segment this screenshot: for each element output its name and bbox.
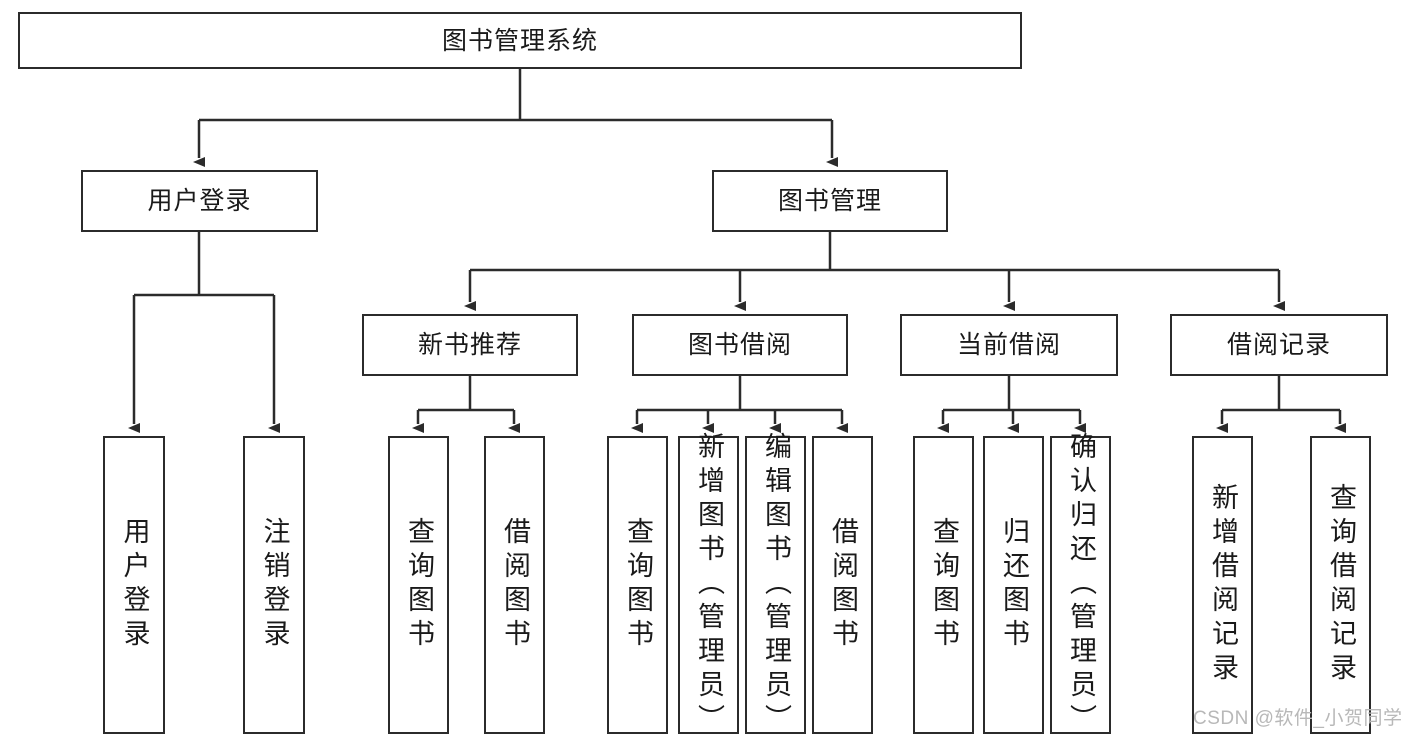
leaf-user-login-label: 用户登录 <box>119 517 150 653</box>
node-current-borrow[interactable]: 当前借阅 <box>900 314 1118 376</box>
leaf-add-book-label: 新增图书（管理员） <box>694 432 724 738</box>
leaf-edit-book-label: 编辑图书（管理员） <box>761 432 791 738</box>
node-user-login-label: 用户登录 <box>147 187 252 215</box>
node-user-login[interactable]: 用户登录 <box>81 170 318 232</box>
node-book-borrow-label: 图书借阅 <box>687 331 792 359</box>
leaf-borrow-book-2-label: 借阅图书 <box>828 517 858 653</box>
leaf-add-record-label: 新增借阅记录 <box>1208 483 1238 687</box>
leaf-query-book-3[interactable]: 查询图书 <box>913 436 974 734</box>
node-book-manage-label: 图书管理 <box>777 187 882 215</box>
node-root-label: 图书管理系统 <box>441 26 598 55</box>
leaf-logout-label: 注销登录 <box>259 517 290 653</box>
leaf-query-book-1-label: 查询图书 <box>404 517 434 653</box>
csdn-watermark: CSDN @软件_小贺同学 <box>1193 708 1403 729</box>
leaf-query-book-2-label: 查询图书 <box>623 517 653 653</box>
leaf-edit-book[interactable]: 编辑图书（管理员） <box>745 432 806 738</box>
leaf-query-book-2[interactable]: 查询图书 <box>607 436 668 734</box>
node-new-book-recommend[interactable]: 新书推荐 <box>362 314 578 376</box>
node-borrow-record[interactable]: 借阅记录 <box>1170 314 1388 376</box>
leaf-query-book-1[interactable]: 查询图书 <box>388 436 449 734</box>
node-new-book-recommend-label: 新书推荐 <box>417 331 522 359</box>
leaf-borrow-book-2[interactable]: 借阅图书 <box>812 436 873 734</box>
leaf-confirm-return[interactable]: 确认归还（管理员） <box>1050 432 1111 738</box>
node-root[interactable]: 图书管理系统 <box>18 12 1022 69</box>
leaf-confirm-return-label: 确认归还（管理员） <box>1066 432 1096 738</box>
leaf-add-record[interactable]: 新增借阅记录 <box>1192 436 1253 734</box>
node-book-borrow[interactable]: 图书借阅 <box>632 314 848 376</box>
node-borrow-record-label: 借阅记录 <box>1226 331 1331 359</box>
node-book-manage[interactable]: 图书管理 <box>712 170 948 232</box>
leaf-query-record-label: 查询借阅记录 <box>1326 483 1356 687</box>
leaf-user-login[interactable]: 用户登录 <box>103 436 165 734</box>
leaf-query-book-3-label: 查询图书 <box>929 517 959 653</box>
leaf-return-book[interactable]: 归还图书 <box>983 436 1044 734</box>
leaf-logout[interactable]: 注销登录 <box>243 436 305 734</box>
leaf-borrow-book-1[interactable]: 借阅图书 <box>484 436 545 734</box>
leaf-borrow-book-1-label: 借阅图书 <box>500 517 530 653</box>
leaf-add-book[interactable]: 新增图书（管理员） <box>678 432 739 738</box>
leaf-query-record[interactable]: 查询借阅记录 <box>1310 436 1371 734</box>
node-current-borrow-label: 当前借阅 <box>956 331 1061 359</box>
leaf-return-book-label: 归还图书 <box>999 517 1029 653</box>
